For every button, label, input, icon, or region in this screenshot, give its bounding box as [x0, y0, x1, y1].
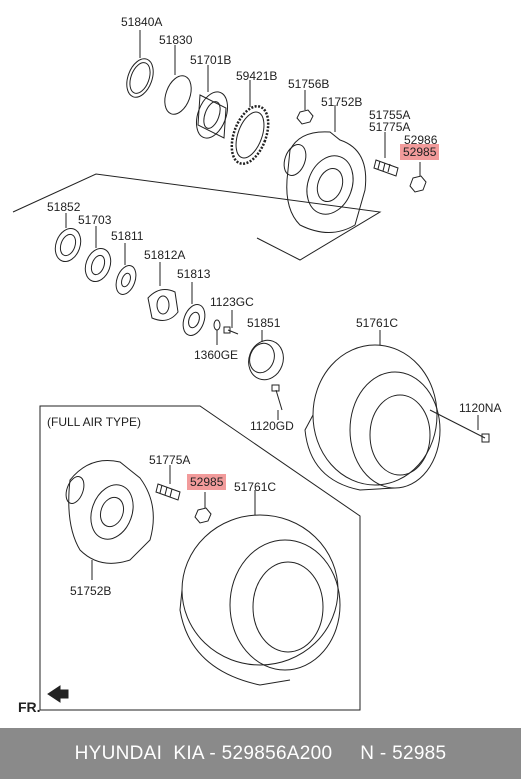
stud-51775a-bottom — [155, 465, 181, 501]
label-51775a-bottom: 51775A — [149, 453, 191, 467]
label-51752b-top: 51752B — [321, 95, 363, 109]
footer-text: HYUNDAI KIA - 529856A200 N - 52985 — [74, 742, 447, 764]
lock-washer-51813 — [182, 282, 206, 336]
washer-51811 — [115, 243, 137, 295]
seal-51840a — [126, 30, 154, 98]
bolt-1120gd — [271, 384, 283, 420]
part-number-footer: HYUNDAI KIA - 529856A200 N - 52985 — [0, 728, 521, 779]
label-1360ge: 1360GE — [194, 348, 239, 362]
bolt-1120na — [429, 409, 490, 443]
label-51812a: 51812A — [144, 248, 186, 262]
label-52985-top-highlighted[interactable]: 52985 — [400, 144, 440, 160]
label-1120na: 1120NA — [459, 401, 502, 415]
label-51840a: 51840A — [121, 15, 163, 29]
nut-51756b — [296, 90, 314, 125]
bearing-51703 — [84, 226, 112, 282]
front-arrow-icon — [47, 685, 69, 703]
label-51761c-top: 51761C — [356, 316, 399, 330]
hub-51752b-top — [283, 105, 367, 233]
label-51701b: 51701B — [190, 53, 232, 67]
label-51852: 51852 — [47, 200, 81, 214]
nut-51812a — [147, 262, 179, 321]
washer-1360ge — [213, 319, 221, 345]
seal-51852 — [54, 213, 82, 262]
full-air-type-box — [39, 405, 361, 711]
label-51813: 51813 — [177, 267, 211, 281]
label-51703: 51703 — [78, 213, 112, 227]
tone-ring-59421b — [230, 80, 270, 165]
bearing-51701b — [195, 65, 229, 139]
label-1123gc: 1123GC — [210, 295, 254, 309]
label-51761c-bottom: 51761C — [234, 480, 277, 494]
label-51755a: 51755A — [369, 108, 411, 122]
label-1120gd: 1120GD — [250, 419, 294, 433]
label-59421b: 59421B — [236, 69, 278, 83]
ring-51830 — [164, 45, 192, 115]
section-title-full-air-type: (FULL AIR TYPE) — [47, 415, 142, 429]
label-51830: 51830 — [159, 33, 193, 47]
label-51851: 51851 — [247, 316, 281, 330]
stud-51755a — [373, 132, 399, 177]
front-marker-label: FR. — [18, 699, 41, 715]
label-52986: 52986 — [404, 133, 438, 147]
label-52985-bottom-highlighted[interactable]: 52985 — [187, 474, 227, 490]
hub-51752b-bottom — [65, 460, 154, 580]
nut-52985-bottom — [194, 492, 212, 524]
drum-51761c-top — [304, 330, 441, 491]
label-51756b: 51756B — [288, 77, 330, 91]
label-51775a-top: 51775A — [369, 120, 411, 134]
label-51811: 51811 — [111, 229, 144, 243]
label-51752b-bottom: 51752B — [70, 584, 112, 598]
drum-51761c-bottom — [179, 490, 341, 686]
assembly-frame-line — [12, 173, 382, 261]
cap-51851 — [248, 330, 284, 381]
nut-52985-top — [409, 162, 427, 193]
screw-1123gc — [223, 310, 239, 335]
